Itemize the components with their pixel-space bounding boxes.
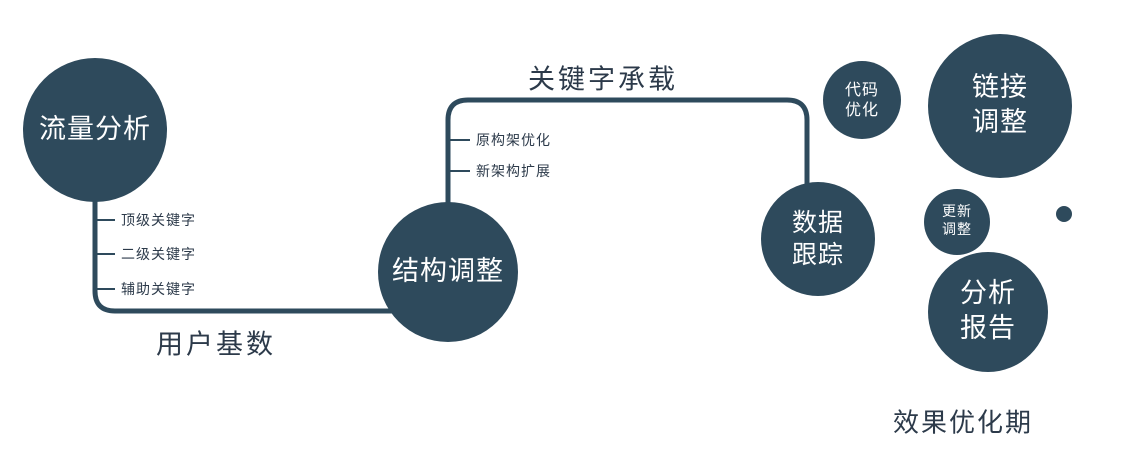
footer-label-effect-optimization: 效果优化期 xyxy=(893,408,1034,439)
node-code-optimization: 代码 优化 xyxy=(823,61,901,139)
tick-label-secondary-keywords: 二级关键字 xyxy=(121,247,196,263)
tick-label-auxiliary-keywords: 辅助关键字 xyxy=(121,282,196,298)
tick-label-new-architecture: 新架构扩展 xyxy=(476,164,551,180)
node-analysis-report: 分析 报告 xyxy=(928,252,1048,372)
edge-structure-tracking xyxy=(445,97,810,210)
tick-label-top-keywords: 顶级关键字 xyxy=(121,213,196,229)
edge-traffic-structure xyxy=(92,150,402,314)
edge-label-user-base: 用户基数 xyxy=(156,329,276,361)
dot-marker xyxy=(1056,206,1072,222)
node-update-adjustment: 更新 调整 xyxy=(924,189,990,255)
node-structure-adjustment: 结构调整 xyxy=(378,202,518,342)
node-traffic-analysis: 流量分析 xyxy=(23,58,167,202)
node-link-adjustment: 链接 调整 xyxy=(928,34,1072,178)
edge-label-keyword-carrying: 关键字承载 xyxy=(528,64,678,96)
tick-label-original-architecture: 原构架优化 xyxy=(476,133,551,149)
node-data-tracking: 数据 跟踪 xyxy=(761,182,875,296)
